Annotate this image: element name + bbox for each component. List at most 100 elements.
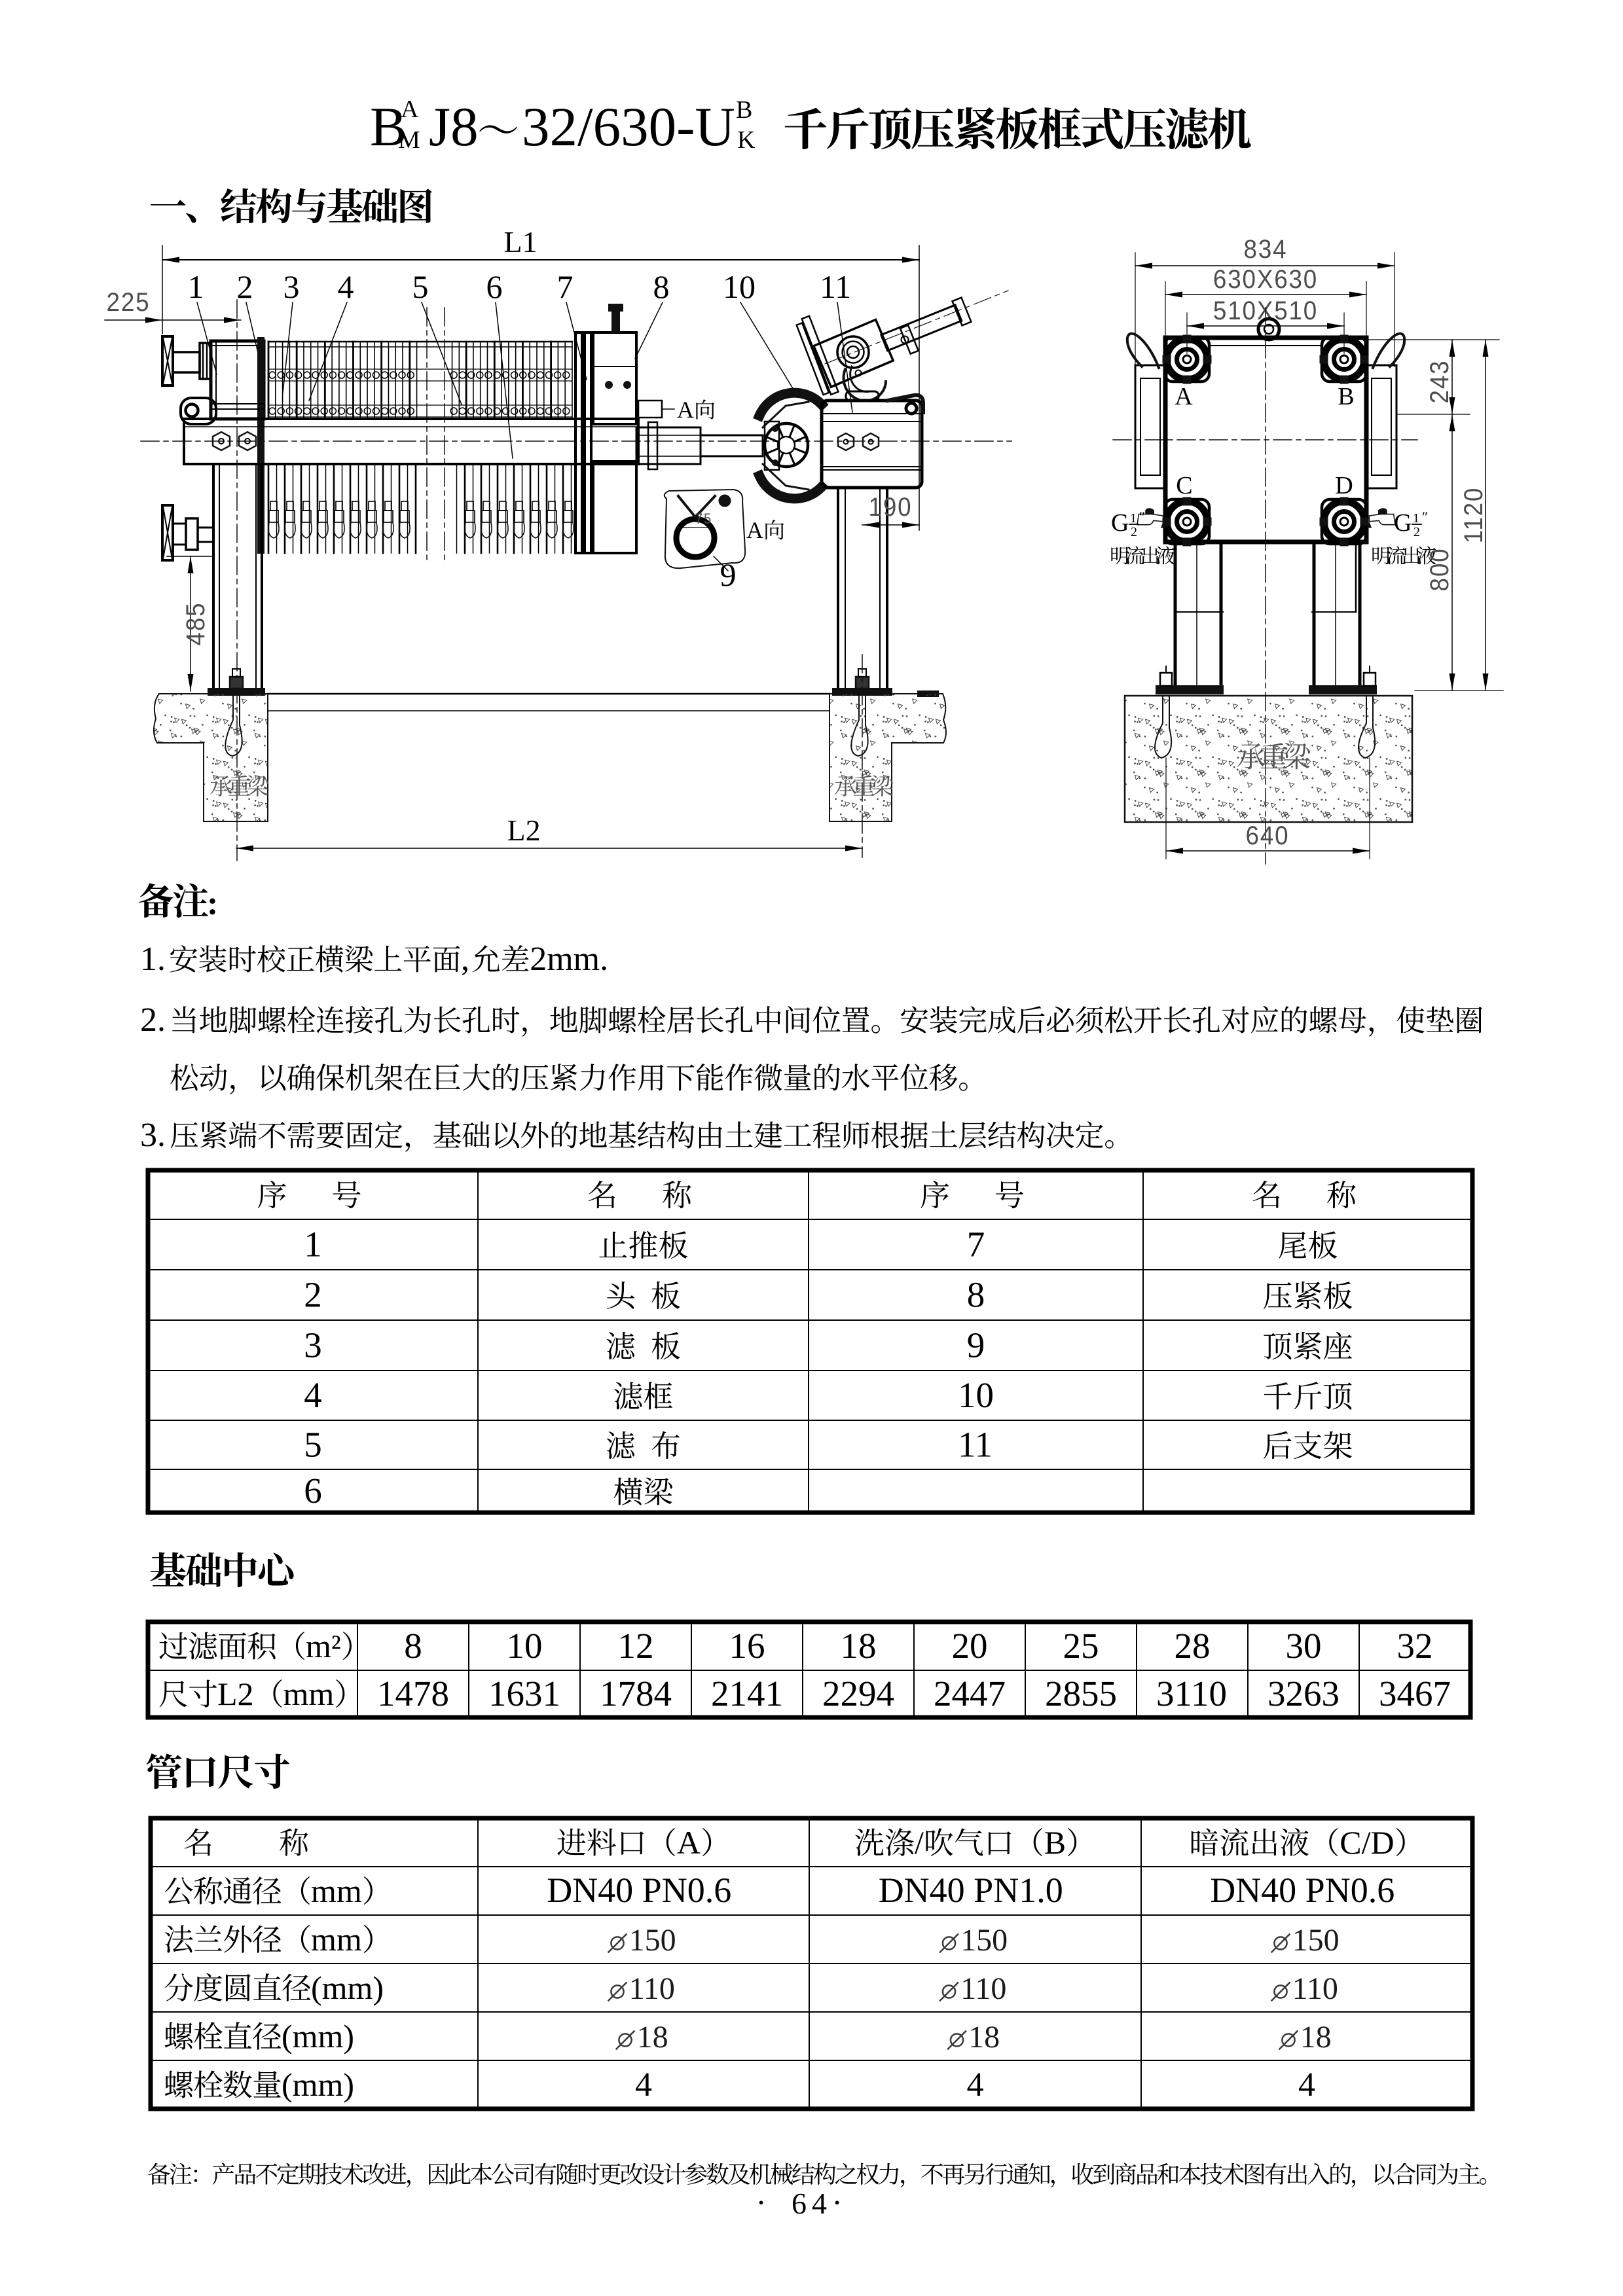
svg-text:243: 243 [1425, 360, 1455, 404]
svg-text:G: G [1111, 509, 1129, 537]
svg-text:18: 18 [637, 2020, 668, 2054]
svg-text:10: 10 [958, 1375, 994, 1415]
svg-text:75: 75 [695, 511, 712, 527]
svg-text:150: 150 [629, 1923, 676, 1958]
svg-text:1: 1 [1413, 511, 1419, 526]
svg-text:DN40 PN1.0: DN40 PN1.0 [879, 1871, 1063, 1910]
svg-text:1: 1 [1130, 511, 1137, 526]
svg-text:1784: 1784 [600, 1674, 672, 1713]
svg-text:1120: 1120 [1459, 487, 1489, 543]
svg-text:A: A [401, 96, 419, 123]
svg-text:5: 5 [304, 1425, 322, 1465]
svg-text:9: 9 [967, 1325, 985, 1365]
svg-text:(mm): (mm) [282, 2018, 354, 2054]
svg-text:4: 4 [338, 268, 354, 305]
svg-text:6: 6 [486, 268, 503, 305]
svg-text:190: 190 [869, 493, 913, 522]
svg-text:6: 6 [304, 1471, 322, 1511]
svg-text:3110: 3110 [1156, 1674, 1227, 1713]
svg-text:10: 10 [723, 268, 756, 305]
svg-text:32: 32 [1397, 1626, 1433, 1666]
svg-text:K: K [737, 126, 756, 154]
svg-text:A: A [746, 517, 763, 543]
svg-text:20: 20 [952, 1626, 988, 1666]
svg-text:2: 2 [1131, 525, 1137, 539]
svg-text:30: 30 [1286, 1626, 1322, 1666]
svg-text:10: 10 [507, 1626, 543, 1666]
svg-text:M: M [398, 126, 420, 154]
svg-text:4: 4 [1298, 2066, 1315, 2104]
svg-text:(mm): (mm) [311, 1969, 384, 2006]
svg-text:640: 640 [1246, 821, 1290, 851]
svg-text:150: 150 [1292, 1923, 1340, 1958]
svg-text:4: 4 [635, 2066, 652, 2104]
svg-text:mm: mm [311, 1873, 362, 1909]
svg-text:800: 800 [1425, 548, 1455, 592]
svg-text:8: 8 [967, 1275, 985, 1315]
svg-text:2.: 2. [140, 1001, 166, 1039]
svg-text:1478: 1478 [377, 1674, 449, 1713]
svg-text:225: 225 [107, 288, 151, 317]
svg-text:8: 8 [404, 1626, 422, 1666]
svg-text:/: / [915, 1824, 924, 1861]
svg-text:28: 28 [1175, 1626, 1211, 1666]
svg-text:DN40 PN0.6: DN40 PN0.6 [547, 1871, 731, 1910]
svg-text:485: 485 [181, 602, 211, 646]
svg-text:18: 18 [841, 1626, 877, 1666]
svg-text:B: B [370, 96, 407, 158]
svg-text:B: B [1044, 1824, 1066, 1861]
svg-text:2141: 2141 [711, 1674, 783, 1713]
svg-text:2447: 2447 [934, 1674, 1006, 1713]
svg-text:B: B [1338, 383, 1354, 410]
svg-text:18: 18 [1300, 2020, 1332, 2054]
svg-text:″: ″ [1139, 509, 1145, 525]
svg-text:3: 3 [283, 268, 300, 305]
svg-text:2294: 2294 [822, 1674, 894, 1713]
svg-text:1.: 1. [140, 941, 166, 978]
svg-text:4: 4 [967, 2066, 984, 2104]
svg-text:2: 2 [1413, 525, 1420, 539]
svg-text:834: 834 [1244, 235, 1288, 264]
svg-text:A: A [677, 1824, 701, 1861]
svg-text:25: 25 [1063, 1626, 1099, 1666]
svg-text:L2: L2 [507, 814, 541, 847]
svg-text:32/630-U: 32/630-U [522, 96, 735, 158]
svg-text:630X630: 630X630 [1213, 265, 1318, 295]
svg-text:″: ″ [1422, 509, 1428, 525]
svg-text:8: 8 [653, 268, 670, 305]
svg-text:11: 11 [820, 268, 851, 305]
svg-text:2855: 2855 [1045, 1674, 1117, 1713]
svg-text:C/D: C/D [1340, 1824, 1394, 1861]
svg-text:G: G [1394, 509, 1412, 537]
svg-text::: : [207, 885, 218, 922]
svg-text:D: D [1335, 472, 1353, 499]
svg-text:110: 110 [960, 1971, 1006, 2006]
svg-text:3: 3 [304, 1325, 322, 1365]
svg-text:7: 7 [967, 1225, 985, 1265]
svg-text:1631: 1631 [488, 1674, 560, 1713]
svg-text:150: 150 [960, 1923, 1008, 1958]
svg-text:L1: L1 [504, 225, 538, 259]
svg-text:9: 9 [720, 556, 737, 593]
svg-text:5: 5 [412, 268, 429, 305]
svg-text:18: 18 [968, 2020, 1000, 2054]
svg-text:110: 110 [629, 1971, 675, 2006]
svg-text:mm: mm [283, 1676, 335, 1712]
svg-text:11: 11 [958, 1425, 993, 1465]
svg-text:2: 2 [304, 1275, 322, 1315]
svg-text:(mm): (mm) [282, 2066, 354, 2103]
svg-text:,: , [461, 941, 469, 978]
svg-text:J8: J8 [429, 96, 479, 158]
svg-text:mm: mm [311, 1921, 362, 1958]
svg-text:1: 1 [304, 1225, 322, 1265]
svg-text:A: A [677, 397, 694, 423]
svg-text:A: A [1175, 383, 1193, 410]
svg-text:2mm.: 2mm. [530, 941, 608, 978]
svg-text:12: 12 [618, 1626, 654, 1666]
svg-text:C: C [1176, 472, 1192, 499]
svg-text:2: 2 [237, 268, 253, 305]
svg-text:16: 16 [729, 1626, 765, 1666]
svg-text:1: 1 [188, 268, 204, 305]
svg-text:110: 110 [1292, 1971, 1338, 2006]
svg-text:3467: 3467 [1379, 1674, 1451, 1713]
